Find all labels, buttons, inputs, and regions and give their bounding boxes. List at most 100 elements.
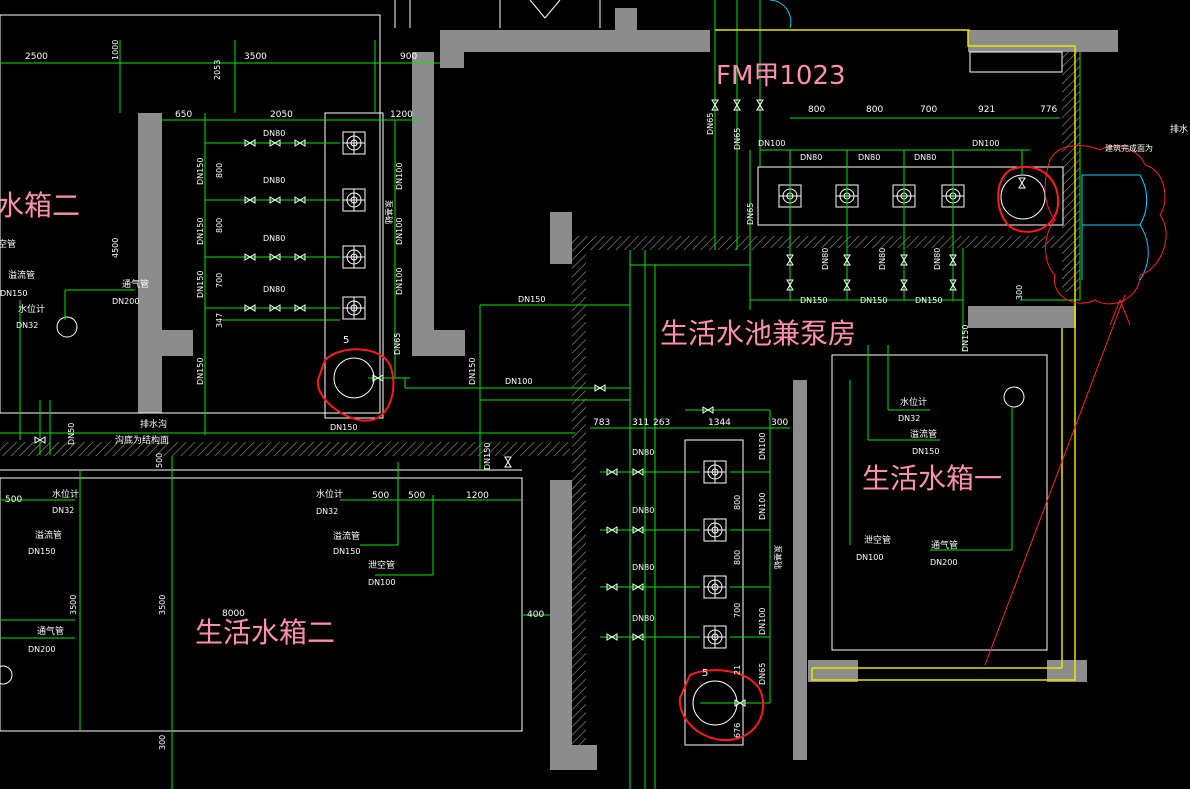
pipe-label-dn80-bp3: DN80 <box>632 563 654 572</box>
label-gauge-bl: 水位计 <box>52 488 79 500</box>
pipe-label-dn100-l1: DN100 <box>395 163 404 190</box>
pipe-label-dn65-bp: DN65 <box>758 663 767 685</box>
dim-921: 921 <box>978 105 995 115</box>
dim-1200-top: 1200 <box>390 110 413 120</box>
pipe-label-dn80-d: DN80 <box>263 285 285 294</box>
pipe-label-dn200-bl: DN200 <box>28 645 55 654</box>
room-label-tank-one: 生活水箱一 <box>862 462 1002 495</box>
pipe-label-dn100-bp3: DN100 <box>758 608 767 635</box>
pipe-label-dn80-trv3: DN80 <box>933 248 942 270</box>
label-gauge-t1: 水位计 <box>900 396 927 408</box>
room-boundary <box>715 29 1076 681</box>
dim-500-b: 500 <box>372 491 389 501</box>
pump-base-bottom: 泵基础 <box>773 545 783 569</box>
pipe-label-dn50: DN50 <box>67 423 76 445</box>
pipe-label-dn80-a: DN80 <box>263 129 285 138</box>
pipe-label-dn32-t1: DN32 <box>898 414 920 423</box>
dim-800-t1: 800 <box>808 105 825 115</box>
pipe-label-dn80-b: DN80 <box>263 176 285 185</box>
dim-800-b1: 800 <box>733 495 742 510</box>
pipe-label-dn150-t1: DN150 <box>912 447 939 456</box>
dim-top-3500: 3500 <box>244 52 267 62</box>
pipe-label-dn100-t1: DN100 <box>856 553 883 562</box>
room-label-pump-room: 生活水池兼泵房 <box>660 317 856 350</box>
building-walls <box>0 8 1118 770</box>
label-overflow-bm: 溢流管 <box>333 530 360 542</box>
pipe-label-dn150-tr3: DN150 <box>915 296 942 305</box>
pipe-label-dn150-bl: DN150 <box>28 547 55 556</box>
pump-base-left: 泵基础 <box>384 200 394 224</box>
pipe-label-dn32-bm: DN32 <box>316 507 338 516</box>
pipe-label-dn80-tr3: DN80 <box>914 153 936 162</box>
dim-top-900: 900 <box>400 52 417 62</box>
dim-3500-b: 3500 <box>158 595 167 615</box>
dim-650: 650 <box>175 110 192 120</box>
pipe-label-dn100-l3: DN100 <box>395 268 404 295</box>
pipe-label-dn80-c: DN80 <box>263 234 285 243</box>
pipe-label-dn150-c: DN150 <box>196 271 205 298</box>
pipe-label-dn80-bp1: DN80 <box>632 448 654 457</box>
label-slab-note: 沟底为结构面 <box>115 434 169 446</box>
dim-500-c: 500 <box>408 491 425 501</box>
pipe-label-dn65-tr1: DN65 <box>706 113 715 135</box>
pipe-label-dn150-a: DN150 <box>196 158 205 185</box>
pipe-label-dn150-upper: DN150 <box>0 289 27 298</box>
label-gauge-upper: 水位计 <box>18 303 45 315</box>
dim-347: 347 <box>215 313 224 328</box>
door-tag: FM甲1023 <box>716 61 846 91</box>
pipe-label-dn150-mid: DN150 <box>518 295 545 304</box>
label-finish-note: 建筑完成面为 <box>1105 143 1153 153</box>
dim-800-l2: 800 <box>215 218 224 233</box>
room-label-tank-two-partial: 水箱二 <box>0 189 80 222</box>
dim-2050: 2050 <box>270 110 293 120</box>
label-empty-partial: 空管 <box>0 238 16 250</box>
label-empty-bm: 泄空管 <box>368 559 395 571</box>
dim-800-b2: 800 <box>733 550 742 565</box>
dim-800-t2: 800 <box>866 105 883 115</box>
pipe-label-dn100-bp1: DN100 <box>758 433 767 460</box>
dim-700-b: 700 <box>733 603 742 618</box>
dim-300-bl: 300 <box>158 735 167 750</box>
pipe-label-dn150-trv: DN150 <box>961 325 970 352</box>
pipe-label-dn150-corr: DN150 <box>483 443 492 470</box>
dim-1000-vert: 1000 <box>111 40 120 60</box>
dim-500-a: 500 <box>5 495 22 505</box>
dim-2053-vert: 2053 <box>213 60 222 80</box>
dim-21: 21 <box>733 665 742 675</box>
pipe-label-dn80-tr2: DN80 <box>858 153 880 162</box>
pipe-label-dn150-b: DN150 <box>196 218 205 245</box>
dim-800-l1: 800 <box>215 163 224 178</box>
pipe-label-dn200-t1: DN200 <box>930 558 957 567</box>
dim-700-t: 700 <box>920 105 937 115</box>
dim-8000: 8000 <box>222 609 245 619</box>
label-vent-bl: 通气管 <box>37 625 64 637</box>
dim-1344: 1344 <box>708 418 731 428</box>
pipe-label-dn200-upper: DN200 <box>112 297 139 306</box>
dim-300-tr: 300 <box>1015 285 1024 300</box>
label-gauge-bm: 水位计 <box>316 488 343 500</box>
label-overflow-bl: 溢流管 <box>35 529 62 541</box>
label-drain-top: 排水 <box>1170 123 1188 135</box>
dim-300-bp: 300 <box>771 418 788 428</box>
dim-783: 783 <box>593 418 610 428</box>
dim-4500: 4500 <box>111 238 120 258</box>
pump-group-left <box>342 131 366 320</box>
dim-400: 400 <box>527 610 544 620</box>
label-vent-t1: 通气管 <box>931 539 958 551</box>
label-overflow-t1: 溢流管 <box>910 428 937 440</box>
dim-263: 263 <box>653 418 670 428</box>
pipe-label-dn65-tr3: DN65 <box>746 203 755 225</box>
pump-group-bottom <box>703 460 727 649</box>
dim-776: 776 <box>1040 105 1057 115</box>
label-empty-t1: 泄空管 <box>864 534 891 546</box>
pipe-label-dn80-trv1: DN80 <box>821 248 830 270</box>
dim-3500-a: 3500 <box>69 595 78 615</box>
pipe-label-dn80-bp4: DN80 <box>632 614 654 623</box>
pipe-label-dn100-l2: DN100 <box>395 218 404 245</box>
room-label-tank-two: 生活水箱二 <box>195 616 335 649</box>
circle-five-left: 5 <box>343 335 349 346</box>
pipe-label-dn65-tr2: DN65 <box>733 128 742 150</box>
dim-700-l: 700 <box>215 273 224 288</box>
pipe-label-dn150-tr1: DN150 <box>800 296 827 305</box>
